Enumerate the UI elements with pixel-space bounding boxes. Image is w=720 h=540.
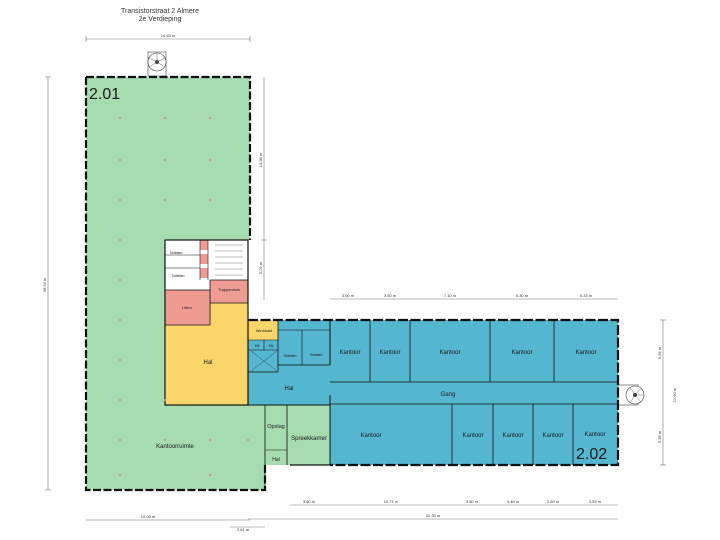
address-title: Transistorstraat 2 Almere <box>121 8 199 15</box>
dim-top-width: 14.45 m <box>161 33 176 38</box>
room-toilet-2: Toiletten <box>171 274 184 278</box>
dim-bottom-total: 32.30 m <box>426 513 441 518</box>
spiral-stair-top <box>147 51 167 77</box>
room-kantoor-top-2: Kantoor <box>379 350 400 356</box>
liften-room <box>165 290 210 325</box>
dim-east-bot-4: 3.48 m <box>507 499 520 504</box>
room-toilet-1: Toiletten <box>169 251 182 255</box>
hal-yellow <box>165 303 248 405</box>
room-opslag: Opslag <box>267 424 284 430</box>
room-liften: Liften <box>182 305 192 310</box>
room-hal-mid: Hal <box>284 386 293 392</box>
dim-mid-right: 5.29 m <box>258 261 263 274</box>
dim-east-bot-3: 3.50 m <box>466 499 479 504</box>
toilet-small-salmon-3 <box>200 268 208 278</box>
dim-east-top-4: 5.30 m <box>516 293 529 298</box>
room-mk-1: Mk <box>255 344 260 348</box>
dim-bottom-left: 10.08 m <box>141 514 156 519</box>
room-spreekkamer: Spreekkamer <box>291 436 327 442</box>
dim-east-top-3: 7.10 m <box>444 293 457 298</box>
werkkast-room <box>248 320 278 340</box>
room-kantoor-bot-3: Kantoor <box>502 433 523 439</box>
room-hal-main: Hal <box>203 360 212 366</box>
opslag-spreekkamer-area <box>265 405 330 465</box>
room-kantoor-top-5: Kantoor <box>575 350 596 356</box>
room-trappenhuis: Trappenhuis <box>218 287 240 292</box>
zone-2-02-area <box>248 320 618 465</box>
room-gang: Gang <box>441 392 456 398</box>
dim-right-lower: 5.36 m <box>657 430 662 443</box>
room-kantoor-bot-1: Kantoor <box>360 433 381 439</box>
dim-east-bot-6: 3.53 m <box>589 499 602 504</box>
room-kantoor-bot-5: Kantoor <box>584 432 605 438</box>
dim-east-top-5: 5.33 m <box>580 293 593 298</box>
room-kantoor-bot-4: Kantoor <box>542 433 563 439</box>
dim-total-height: 36.94 m <box>42 277 47 292</box>
dim-east-top-1: 3.50 m <box>342 293 355 298</box>
trappenhuis-room <box>210 280 248 303</box>
zone-label-2-01: 2.01 <box>89 86 120 103</box>
spiral-stair-east <box>617 384 645 406</box>
room-kantoor-top-3: Kantoor <box>439 350 460 356</box>
toilet-small-salmon-2 <box>200 254 208 264</box>
room-toilet-4: Toiletten <box>309 353 322 357</box>
room-kantoor-top-4: Kantoor <box>511 350 532 356</box>
dim-east-bot-2: 10.71 m <box>384 499 399 504</box>
room-kantoorruimte: Kantoorruimte <box>156 444 194 450</box>
column-markers <box>119 117 249 476</box>
dim-bottom-mid: 2.61 m <box>237 527 250 532</box>
toilet-small-salmon-1 <box>200 240 208 250</box>
room-werkkast: Werkkast <box>256 328 273 333</box>
room-kantoor-top-1: Kantoor <box>339 350 360 356</box>
zone-label-2-02: 2.02 <box>576 446 607 463</box>
floor-title: 2e Verdieping <box>138 16 182 23</box>
room-toilet-3: Toiletten <box>283 354 296 358</box>
zone-2-01-area <box>86 77 330 490</box>
room-hal-small: Hal <box>272 457 280 463</box>
walls <box>84 75 620 492</box>
dimension-lines <box>45 36 666 528</box>
room-kantoor-bot-2: Kantoor <box>462 433 483 439</box>
dim-right-total: 12.60 m <box>672 387 677 402</box>
dim-east-bot-1: 3.50 m <box>303 499 316 504</box>
dim-east-bot-5: 3.50 m <box>547 499 560 504</box>
room-mk-2: Mk <box>269 344 274 348</box>
dim-right-upper: 5.34 m <box>657 346 662 359</box>
dim-east-top-2: 3.50 m <box>384 293 397 298</box>
dim-upper-right: 14.38 m <box>258 152 263 167</box>
